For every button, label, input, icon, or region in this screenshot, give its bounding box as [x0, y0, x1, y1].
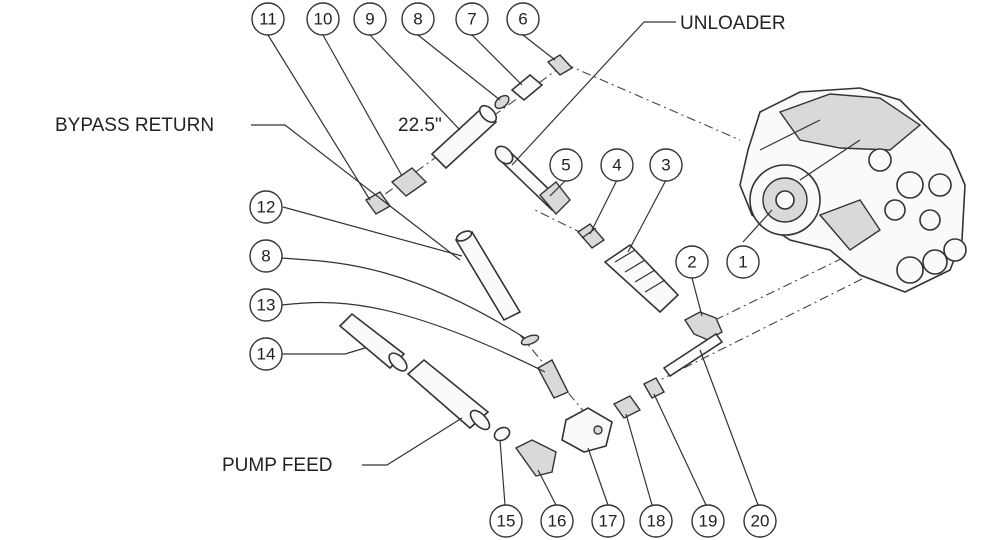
callout-7: 7	[455, 2, 489, 36]
svg-text:6: 6	[518, 10, 527, 29]
callout-8-top: 8	[401, 2, 435, 36]
svg-text:9: 9	[365, 10, 374, 29]
svg-text:5: 5	[561, 156, 570, 175]
part-3-valve	[603, 243, 680, 314]
part-4-fitting	[576, 223, 606, 249]
elbow-16	[514, 439, 557, 477]
svg-text:1: 1	[738, 253, 747, 272]
svg-text:14: 14	[257, 345, 276, 364]
callout-17: 17	[591, 504, 625, 538]
pump-body	[739, 87, 967, 293]
hose-9	[430, 104, 498, 170]
fittings-18-19	[612, 377, 665, 419]
leader-lines	[251, 21, 773, 506]
svg-text:18: 18	[647, 512, 666, 531]
callout-2: 2	[675, 245, 709, 279]
callout-circles: 11 10 9 8 7 6 5 4 3 2 1 12 8 13 14 15 16…	[249, 2, 777, 538]
callout-12: 12	[249, 190, 283, 224]
callout-16: 16	[540, 504, 574, 538]
callout-4: 4	[600, 148, 634, 182]
fitting-13	[537, 359, 569, 399]
callout-3: 3	[649, 148, 683, 182]
callout-19: 19	[691, 504, 725, 538]
clamp-15	[493, 426, 511, 442]
callout-9: 9	[353, 2, 387, 36]
tee-17	[561, 407, 613, 453]
callout-10: 10	[306, 2, 340, 36]
svg-text:7: 7	[467, 10, 476, 29]
callout-8-lower: 8	[249, 239, 283, 273]
callout-5: 5	[549, 148, 583, 182]
svg-text:3: 3	[661, 156, 670, 175]
svg-text:13: 13	[257, 296, 276, 315]
svg-text:12: 12	[257, 198, 276, 217]
svg-text:2: 2	[687, 253, 696, 272]
svg-text:17: 17	[599, 512, 618, 531]
callout-15: 15	[489, 504, 523, 538]
callout-14: 14	[249, 337, 283, 371]
clamp-8-lower	[520, 334, 540, 346]
pump-feed-label: PUMP FEED	[222, 455, 333, 476]
unloader-assembly	[494, 145, 571, 216]
unloader-label: UNLOADER	[680, 13, 786, 34]
fittings-10-11	[364, 167, 428, 215]
callout-11: 11	[251, 2, 285, 36]
callout-18: 18	[639, 504, 673, 538]
hose-12	[454, 230, 522, 322]
svg-text:10: 10	[314, 10, 333, 29]
part-2-elbow	[684, 311, 723, 341]
top-fittings	[494, 54, 574, 110]
svg-text:8: 8	[413, 10, 422, 29]
svg-text:20: 20	[751, 512, 770, 531]
svg-text:8: 8	[261, 247, 270, 266]
svg-text:15: 15	[497, 512, 516, 531]
callout-1: 1	[726, 245, 760, 279]
svg-text:4: 4	[612, 156, 621, 175]
rod-20	[662, 332, 724, 378]
callout-13: 13	[249, 288, 283, 322]
bypass-return-label: BYPASS RETURN	[55, 115, 214, 136]
callout-20: 20	[743, 504, 777, 538]
callout-6: 6	[506, 2, 540, 36]
svg-text:19: 19	[699, 512, 718, 531]
svg-text:11: 11	[259, 10, 277, 29]
svg-text:16: 16	[548, 512, 567, 531]
hoses-14	[338, 312, 491, 431]
hose-length-label: 22.5"	[398, 115, 442, 136]
